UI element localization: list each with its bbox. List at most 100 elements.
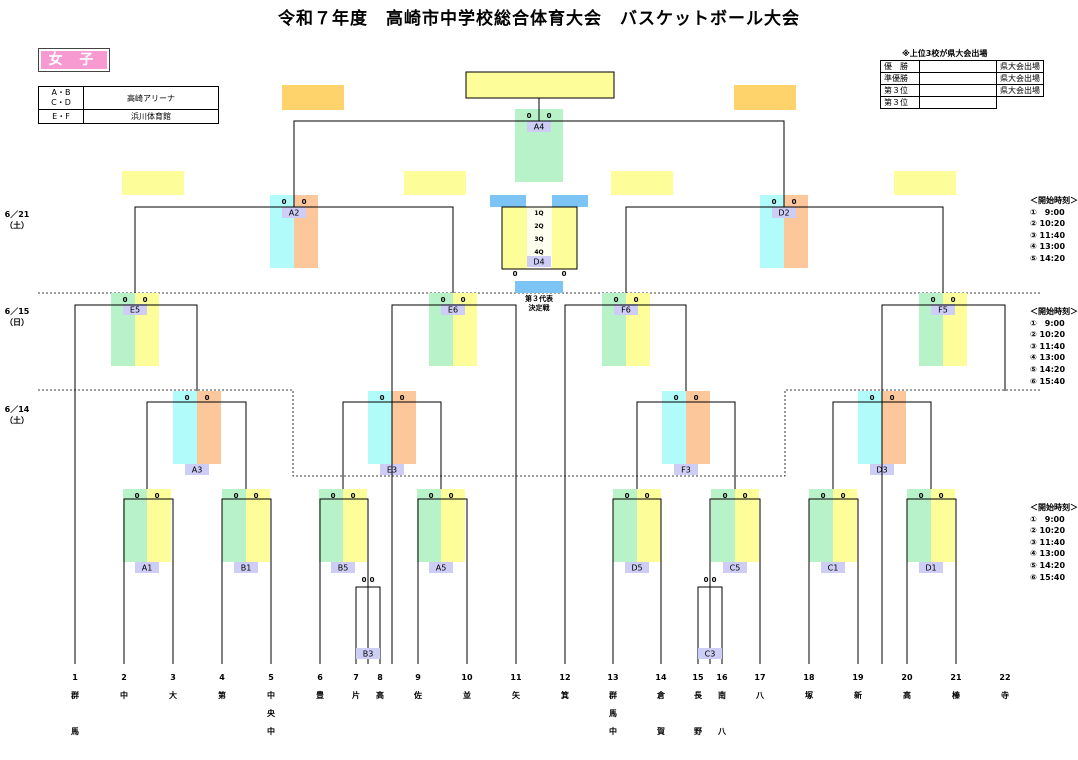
team-name-char xyxy=(508,723,524,741)
team-name-char xyxy=(850,723,866,741)
team-name-char: 中 xyxy=(120,691,128,700)
team-name-char: 倉 xyxy=(657,691,665,700)
team-entry: 4第 一 xyxy=(214,673,230,760)
team-name-char xyxy=(410,723,426,741)
bracket-line xyxy=(808,498,859,664)
team-name-char xyxy=(752,705,768,723)
schedule-time: ① 9:00 xyxy=(1030,514,1065,524)
team-name-char: 高 xyxy=(376,691,384,700)
score-column xyxy=(417,489,441,562)
court-label-bg xyxy=(282,207,306,218)
bracket-line xyxy=(74,304,198,664)
court-label: A5 xyxy=(436,564,447,573)
court-label-bg xyxy=(919,562,943,573)
score-value: 0 xyxy=(870,394,875,402)
court-label-bg xyxy=(331,562,355,573)
court-label: E5 xyxy=(130,306,140,315)
team-entry: 1群 馬 南 xyxy=(67,673,83,760)
score-value: 0 xyxy=(205,394,210,402)
team-name-char xyxy=(67,741,83,759)
court-label-bg xyxy=(234,562,258,573)
score-value: 0 xyxy=(370,576,375,584)
schedule-time: ⑥ 15:40 xyxy=(1030,376,1066,386)
team-number: 2 xyxy=(121,673,127,682)
team-name-char xyxy=(410,705,426,723)
team-entry: 2中 尾 xyxy=(116,673,132,760)
score-column xyxy=(613,489,637,562)
team-name-char xyxy=(557,741,573,759)
score-value: 0 xyxy=(143,296,148,304)
team-name-char xyxy=(557,705,573,723)
team-entry: 12箕 郷 xyxy=(557,673,573,760)
winner-box xyxy=(122,171,184,195)
score-column xyxy=(907,489,931,562)
team-entry: 15長 野 郷 xyxy=(690,673,706,760)
court-label: C3 xyxy=(705,650,716,659)
court-label-bg xyxy=(674,464,698,475)
team-number: 20 xyxy=(901,673,913,682)
court-label-bg xyxy=(527,121,551,132)
team-name-char: 新 xyxy=(854,691,862,700)
team-name-char xyxy=(948,705,964,723)
team-name-char xyxy=(348,723,364,741)
date-614-label: 6／14 （土） xyxy=(4,405,30,425)
team-name-char xyxy=(801,723,817,741)
score-value: 0 xyxy=(351,492,356,500)
team-name-char: 中 xyxy=(267,691,275,700)
team-name-char xyxy=(312,723,328,741)
champion-box-border xyxy=(465,71,615,99)
winner-box xyxy=(611,171,673,195)
score-column xyxy=(882,391,906,464)
team-name-char xyxy=(214,723,230,741)
team-name-char xyxy=(997,723,1013,741)
court-label: D5 xyxy=(631,564,642,573)
score-value: 0 xyxy=(362,576,367,584)
schedule-time: ④ 13:00 xyxy=(1030,353,1066,363)
score-column xyxy=(637,489,661,562)
team-name-char xyxy=(605,741,621,759)
team-number: 13 xyxy=(607,673,619,682)
team-number: 21 xyxy=(950,673,962,682)
team-name-char xyxy=(899,723,915,741)
team-number: 10 xyxy=(461,673,473,682)
score-value: 0 xyxy=(441,296,446,304)
result-note: ※上位3校が県大会出場 xyxy=(902,49,988,58)
team-name-char: 八 xyxy=(756,691,764,700)
schedule-time: ② 10:20 xyxy=(1030,219,1066,229)
third-place-bar xyxy=(552,195,588,207)
team-name-char: 馬 xyxy=(71,727,79,736)
winner-box xyxy=(894,171,956,195)
team-name-char: 並 xyxy=(463,691,471,700)
court-label-bg xyxy=(625,562,649,573)
score-value: 0 xyxy=(380,394,385,402)
team-name-char xyxy=(801,705,817,723)
team-name-char xyxy=(165,723,181,741)
score-column xyxy=(931,489,955,562)
score-value: 0 xyxy=(614,296,619,304)
team-name-char: 中 xyxy=(609,727,617,736)
winner-box xyxy=(404,171,466,195)
court-label: C5 xyxy=(730,564,741,573)
venue-name: 浜川体育館 xyxy=(83,109,219,124)
team-name-char xyxy=(948,741,964,759)
team-number: 5 xyxy=(268,673,274,682)
court-label: A2 xyxy=(289,209,300,218)
schedule-title: ＜開始時刻＞ xyxy=(1030,503,1078,512)
score-column xyxy=(173,391,197,464)
score-value: 0 xyxy=(841,492,846,500)
team-number: 19 xyxy=(852,673,864,682)
date-621: 6／21 （土） xyxy=(2,209,32,231)
schedule-time: ⑥ 15:40 xyxy=(1030,572,1066,582)
team-name-char xyxy=(348,741,364,759)
team-name-char: 群 xyxy=(71,691,79,700)
bracket-line xyxy=(636,401,736,489)
gender-badge: 女 子 xyxy=(38,48,110,72)
team-name-char xyxy=(214,705,230,723)
score-column xyxy=(197,391,221,464)
team-entry: 18塚 沢 xyxy=(801,673,817,760)
team-entry: 11矢 中 xyxy=(508,673,524,760)
score-value: 0 xyxy=(931,296,936,304)
team-name-char xyxy=(850,741,866,759)
